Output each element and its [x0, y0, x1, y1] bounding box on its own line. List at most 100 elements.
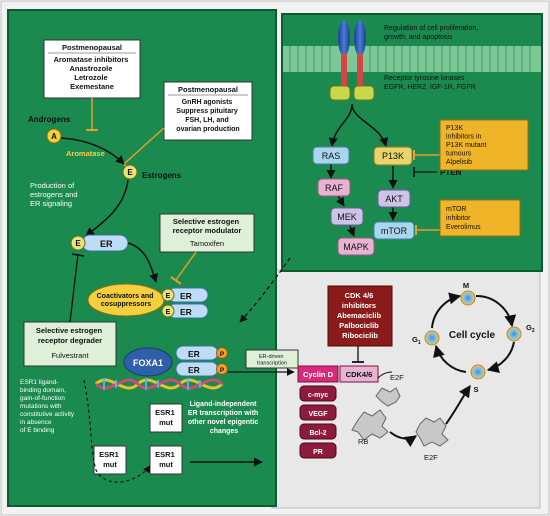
arrow-er-coactivators: [127, 242, 158, 283]
receptor-tyrosine-kinase-icon: [329, 20, 375, 101]
akt-node: AKT: [377, 189, 411, 208]
coactivators-complex: Coactivators and cosuppressors ER E ER E: [87, 283, 209, 319]
svg-text:AKT: AKT: [385, 194, 403, 204]
estrogen-er-complex: ER E: [70, 234, 129, 252]
arrow-rtk-ras: [328, 103, 353, 147]
regulation-text: Regulation of cell proliferation, growth…: [384, 25, 480, 41]
svg-text:FOXA1: FOXA1: [133, 358, 163, 368]
svg-text:G2: G2: [526, 323, 535, 334]
svg-text:E2F: E2F: [390, 373, 404, 382]
gnrh-inhibition-line: [123, 127, 165, 165]
foxa1-er-complex: FOXA1 ER P ER P: [123, 345, 228, 377]
androgens-label: Androgens: [28, 115, 71, 124]
mek-node: MEK: [330, 207, 364, 226]
target-genes: c-myc VEGF Bcl-2 PR: [299, 385, 337, 459]
cdk-inhibitor-box: CDK 4/6 inhibitors Abemaciclib Palbocicl…: [327, 285, 393, 347]
svg-text:Bcl-2: Bcl-2: [309, 430, 326, 437]
svg-text:GnRH agonists Suppress p: GnRH agonists Suppress pituitary FSH, LH…: [176, 99, 239, 133]
aromatase-inhibitors-box: Postmenopausal Aromatase inhibitors Anas…: [43, 39, 141, 99]
svg-text:S: S: [473, 385, 478, 394]
mtor-node: mTOR: [373, 221, 415, 240]
rb-e2f-complex: E2F RB: [351, 373, 404, 446]
ras-node: RAS: [312, 146, 350, 165]
svg-text:E: E: [166, 293, 171, 300]
raf-node: RAF: [317, 178, 351, 197]
svg-text:ESR1 mut: ESR1 mut: [99, 450, 121, 469]
serm-inhibition-line: [175, 251, 197, 281]
p13k-inhibitor-box: P13K inhibitors in P13K mutant tumours A…: [439, 119, 529, 171]
svg-text:M: M: [463, 281, 469, 290]
svg-text:RB: RB: [358, 437, 368, 446]
esr1-dashed-arrow: [83, 379, 151, 483]
e2f-free-node: E2F: [415, 417, 449, 462]
p13k-node: P13K: [373, 146, 413, 166]
svg-text:MEK: MEK: [337, 212, 357, 222]
svg-text:ER: ER: [180, 307, 192, 317]
svg-text:MAPK: MAPK: [343, 242, 369, 252]
svg-text:Tamoxifen: Tamoxifen: [190, 239, 224, 248]
crosstalk-dashed-arrow: [239, 257, 291, 323]
svg-text:Cell cycle: Cell cycle: [449, 330, 496, 341]
svg-text:G1: G1: [412, 335, 421, 346]
pten-label: PTEN: [440, 168, 462, 177]
arrow-mek-mapk: [346, 225, 356, 237]
androgen-node: A: [46, 128, 62, 144]
er-driven-transcription-box: ER-driven transcription: [245, 349, 299, 369]
aromatase-label: Aromatase: [66, 149, 105, 158]
svg-text:ESR1 mut: ESR1 mut: [155, 450, 177, 469]
svg-text:ER: ER: [188, 365, 200, 375]
esr1-description: ESR1 ligand- binding domain, gain-of-fun…: [20, 379, 76, 434]
serd-box: Selective estrogen receptor degrader Ful…: [23, 321, 117, 367]
svg-text:E: E: [166, 309, 171, 316]
cell-cycle-diagram: Cell cycle M G1 S G2: [412, 281, 535, 394]
dna-helix-icon: [94, 378, 224, 390]
svg-text:CDK 4/6 inhibitors: CDK 4/6 inhibitors Abemaciclib Palbocicl…: [337, 291, 383, 340]
svg-text:ER: ER: [100, 239, 113, 249]
e2f-pointer: [377, 371, 393, 379]
rtk-text: Receptor tyrosine kinases EGFR, HER2, IG…: [384, 75, 476, 91]
svg-text:E: E: [75, 239, 81, 248]
svg-text:Selective estrogen recep: Selective estrogen receptor degrader: [36, 326, 104, 345]
gnrh-agonists-box: Postmenopausal GnRH agonists Suppress pi…: [163, 81, 253, 141]
esr1-mut-box-3: ESR1 mut: [149, 445, 183, 475]
arrow-estrogen-er: [85, 179, 129, 237]
esr1-mut-box-2: ESR1 mut: [149, 403, 183, 433]
arrow-rtk-p13k: [351, 103, 389, 147]
estrogen-node: E: [122, 164, 138, 180]
arrow-androgen-estrogen: [60, 137, 125, 165]
svg-text:Selective estrogen recep: Selective estrogen receptor modulator: [173, 217, 242, 235]
svg-text:PR: PR: [313, 449, 323, 456]
cdk46-node: CDK4/6: [339, 365, 379, 383]
arrow-rb-release: [389, 431, 417, 447]
estrogens-label: Estrogens: [142, 171, 182, 180]
svg-text:ER: ER: [180, 291, 192, 301]
svg-text:Postmenopausal: Postmenopausal: [178, 85, 238, 94]
svg-text:CDK4/6: CDK4/6: [346, 370, 373, 379]
svg-text:VEGF: VEGF: [308, 411, 328, 418]
svg-text:P13K: P13K: [382, 151, 404, 161]
svg-text:A: A: [51, 132, 57, 141]
svg-text:RAS: RAS: [322, 151, 341, 161]
svg-text:mTOR inhibitor Eve: mTOR inhibitor Everolimus: [446, 206, 481, 231]
membrane-lipids: [289, 46, 531, 72]
svg-text:Cyclin D: Cyclin D: [303, 370, 334, 379]
serd-inhibition-line: [69, 253, 79, 323]
mtor-inhibitor-box: mTOR inhibitor Everolimus: [439, 199, 521, 237]
mapk-node: MAPK: [337, 237, 375, 256]
serd-inhibition-bar: [71, 253, 85, 257]
svg-text:P: P: [220, 367, 225, 374]
production-text: Production of estrogens and ER signaling: [30, 181, 80, 208]
cyclin-d-node: Cyclin D: [297, 365, 339, 383]
svg-text:Aromatase inhibitors Ana: Aromatase inhibitors Anastrozole Letrozo…: [53, 55, 130, 91]
ligand-independent-text: Ligand-independent ER transcription with…: [188, 401, 260, 435]
svg-text:Fulvestrant: Fulvestrant: [51, 351, 89, 360]
arrow-e2f-cellcycle: [445, 385, 471, 425]
svg-text:ESR1 mut: ESR1 mut: [155, 408, 177, 427]
svg-text:RAF: RAF: [325, 183, 344, 193]
svg-text:E2F: E2F: [424, 453, 438, 462]
arrow-raf-mek: [335, 195, 345, 207]
svg-text:E: E: [127, 168, 133, 177]
svg-text:P13K inhibitors in: P13K inhibitors in P13K mutant tumours A…: [446, 125, 488, 166]
